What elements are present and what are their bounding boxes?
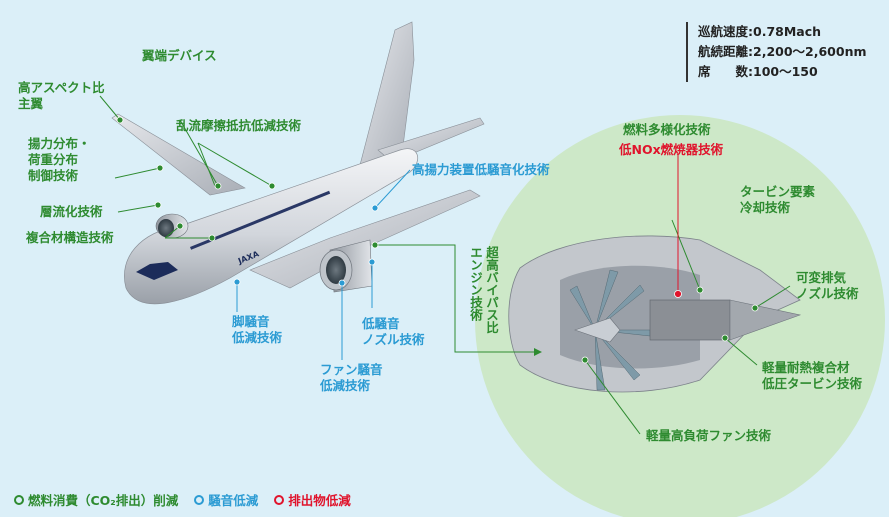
label-wingtip: 翼端デバイス [142, 48, 217, 63]
green-ring-icon [14, 494, 24, 505]
label-high-aspect: 高アスペクト比 主翼 [18, 80, 105, 111]
red-ring-icon [274, 494, 285, 505]
label-fan-noise: ファン騒音 低減技術 [320, 362, 383, 393]
cutaway-engine [508, 235, 802, 393]
label-gear-noise: 脚騒音 低減技術 [232, 314, 283, 345]
label-turbulence: 乱流摩擦抵抗低減技術 [176, 118, 302, 133]
label-high-lift-noise: 高揚力装置低騒音化技術 [412, 162, 550, 177]
fuselage [124, 148, 419, 305]
right-wing [249, 189, 481, 289]
label-low-nox: 低NOx燃焼器技術 [619, 142, 724, 157]
label-variable-nozzle: 可変排気 ノズル技術 [796, 270, 859, 301]
label-uhb-line1: 超高バイパス比 [484, 246, 499, 334]
spec-cruise-speed: 巡航速度:0.78Mach [698, 24, 822, 39]
spec-range: 航続距離:2,200～2,600nm [698, 44, 867, 59]
label-fuel-diverse: 燃料多様化技術 [623, 122, 711, 137]
label-lightweight-turbine: 軽量耐熱複合材 低圧タービン技術 [762, 360, 863, 391]
legend: 燃料消費（CO₂排出）削減 騒音低減 排出物低減 [14, 490, 351, 509]
label-uhb-line2: エンジン技術 [468, 246, 483, 321]
cockpit-window [136, 262, 178, 280]
label-nozzle-noise: 低騒音 ノズル技術 [362, 316, 425, 347]
legend-item-emission: 排出物低減 [274, 490, 351, 509]
label-turbine-cooling: タービン要素 冷却技術 [740, 184, 816, 215]
blue-ring-icon [194, 494, 205, 505]
legend-item-noise: 騒音低減 [194, 490, 258, 509]
label-lift-distribution: 揚力分布・ 荷重分布 制御技術 [28, 136, 91, 183]
label-composite: 複合材構造技術 [26, 230, 114, 245]
passenger-windows [190, 190, 331, 250]
spec-box: 巡航速度:0.78Mach 航続距離:2,200～2,600nm 席 数:100… [686, 22, 867, 82]
spec-seats: 席 数:100～150 [698, 64, 818, 79]
left-engine [155, 213, 189, 239]
right-engine [319, 239, 373, 293]
legend-item-fuel: 燃料消費（CO₂排出）削減 [14, 490, 178, 509]
label-laminar: 層流化技術 [40, 204, 103, 219]
label-fan-tech: 軽量高負荷ファン技術 [646, 428, 772, 443]
callout-dots [116, 116, 759, 364]
